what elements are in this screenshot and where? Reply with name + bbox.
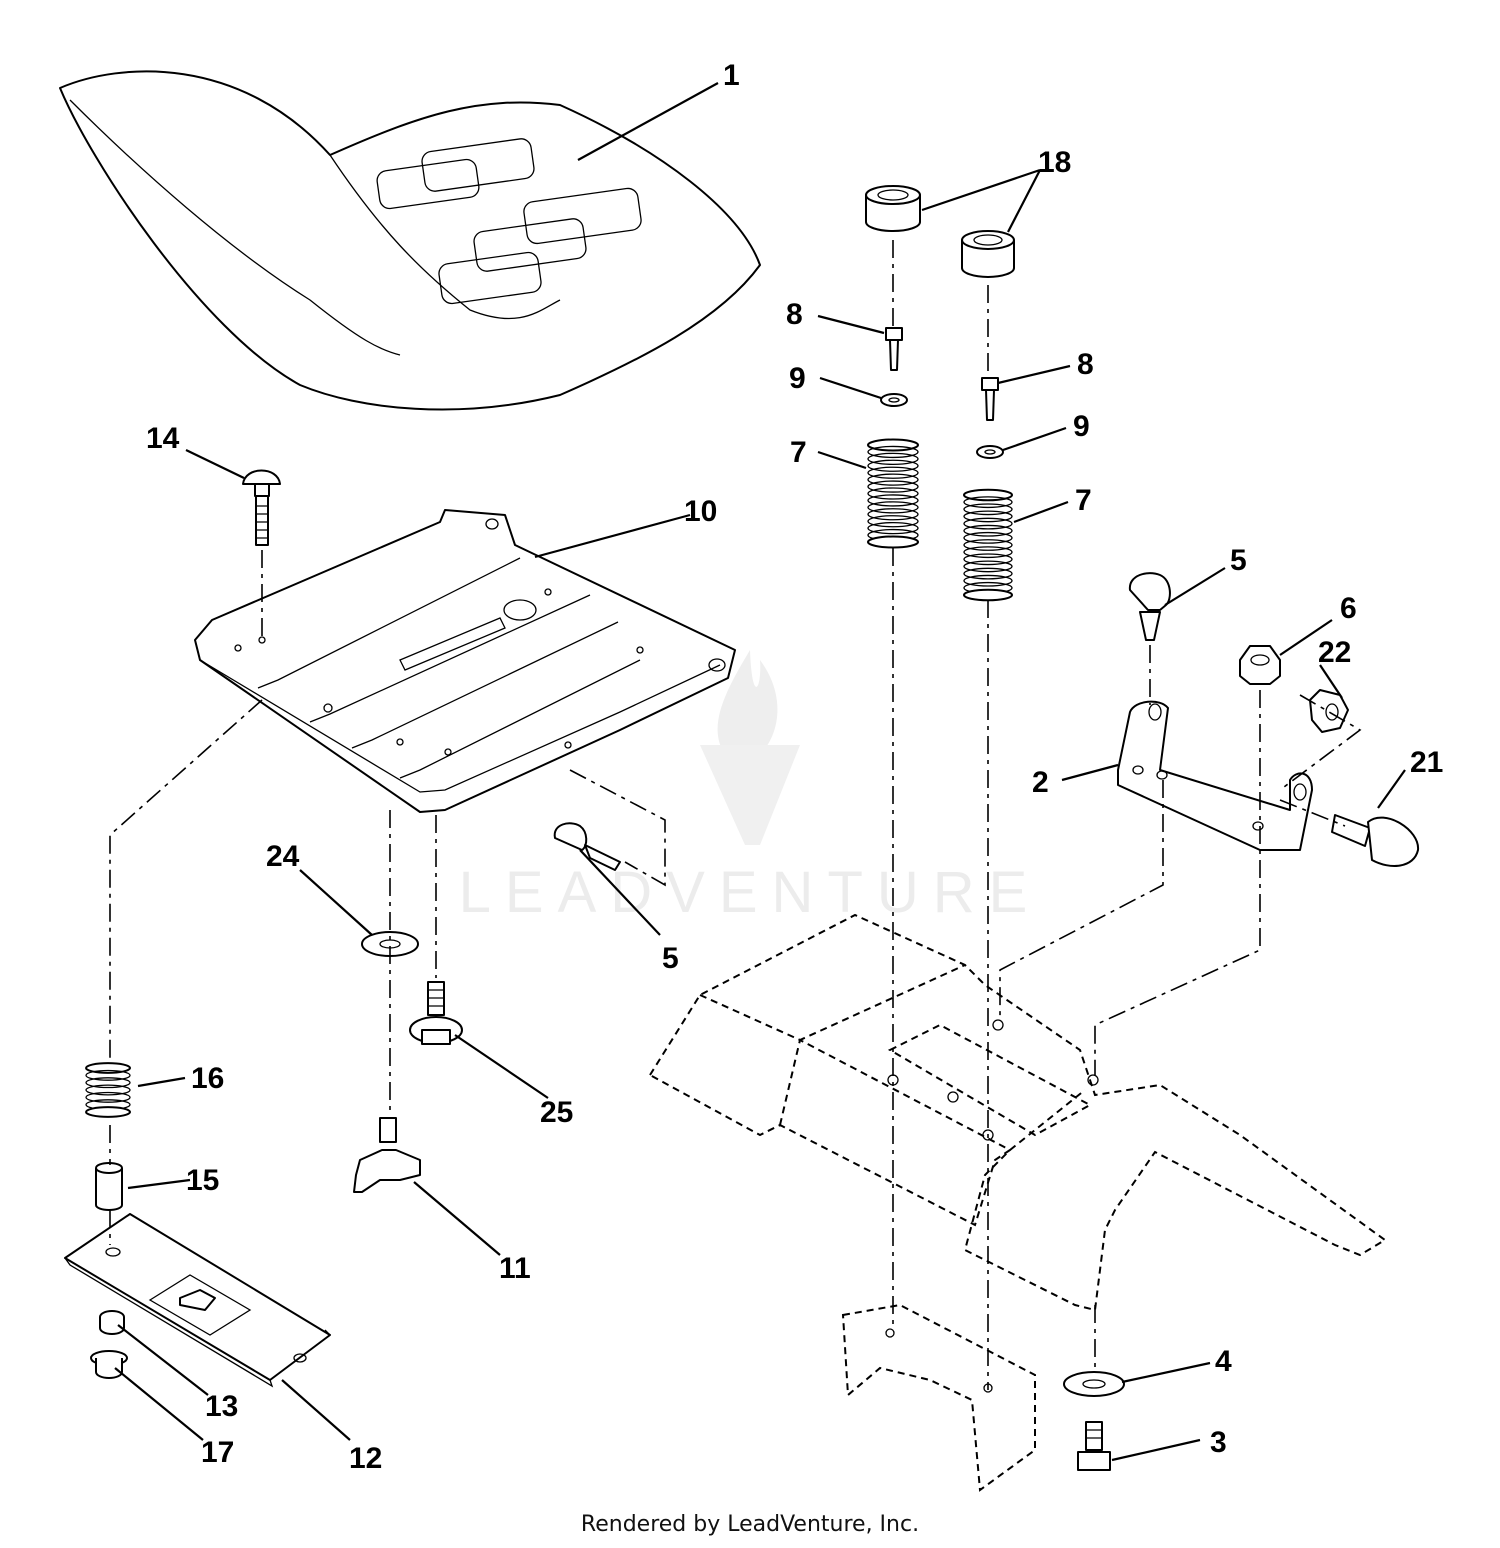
carriage-bolt bbox=[242, 469, 281, 546]
seat-adjust-plate bbox=[64, 1213, 331, 1388]
hex-bolt bbox=[1077, 1421, 1111, 1471]
seat-pan bbox=[194, 509, 736, 813]
callout-5: 5 bbox=[1230, 544, 1247, 577]
flange-nut-small bbox=[99, 1310, 125, 1335]
callout-10: 10 bbox=[684, 495, 717, 528]
frame-washer bbox=[1063, 1371, 1125, 1397]
flame-logo-icon bbox=[717, 650, 778, 770]
callout-24: 24 bbox=[266, 840, 300, 873]
spring-left bbox=[867, 438, 919, 549]
washer-left bbox=[880, 393, 908, 407]
bolt-left bbox=[885, 327, 903, 371]
watermark-text: LEADVENTURE bbox=[459, 860, 1042, 925]
bumper-right bbox=[961, 230, 1015, 278]
callout-17: 17 bbox=[201, 1436, 234, 1469]
spring-right bbox=[963, 488, 1013, 602]
callout-18: 18 bbox=[1038, 146, 1071, 179]
callout-8: 8 bbox=[1077, 348, 1094, 381]
callout-6: 6 bbox=[1340, 592, 1357, 625]
bumper-left bbox=[865, 185, 921, 232]
callout-22: 22 bbox=[1318, 636, 1351, 669]
callout-16: 16 bbox=[191, 1062, 224, 1095]
callout-leaders bbox=[114, 82, 1406, 1462]
pivot-bracket bbox=[1117, 700, 1313, 851]
assembly-lines bbox=[109, 240, 1362, 1390]
washer-right bbox=[976, 445, 1004, 459]
callout-15: 15 bbox=[186, 1164, 219, 1197]
clip-upper bbox=[1128, 572, 1171, 641]
callout-9: 9 bbox=[789, 362, 806, 395]
clip-lower bbox=[553, 822, 621, 871]
callout-7: 7 bbox=[1075, 484, 1092, 517]
shoulder-bolt bbox=[1331, 814, 1420, 867]
lock-nut bbox=[1309, 689, 1349, 733]
callout-21: 21 bbox=[1410, 746, 1443, 779]
shoulder-screw bbox=[409, 981, 463, 1045]
callout-11: 11 bbox=[499, 1252, 531, 1285]
callout-12: 12 bbox=[349, 1442, 382, 1475]
compression-spring bbox=[85, 1062, 131, 1118]
callout-2: 2 bbox=[1032, 766, 1049, 799]
render-credit: Rendered by LeadVenture, Inc. bbox=[580, 1512, 920, 1537]
hex-nut bbox=[1239, 645, 1281, 685]
callout-13: 13 bbox=[205, 1390, 238, 1423]
callout-14: 14 bbox=[146, 422, 180, 455]
callout-1: 1 bbox=[723, 59, 740, 92]
callout-5: 5 bbox=[662, 942, 679, 975]
callout-25: 25 bbox=[540, 1096, 573, 1129]
callout-9: 9 bbox=[1073, 410, 1090, 443]
seat bbox=[59, 70, 761, 411]
callout-labels: 1 18 8 8 9 9 7 7 14 10 5 6 22 2 21 24 5 … bbox=[146, 59, 1443, 1475]
v-logo-icon bbox=[700, 745, 800, 845]
callout-4: 4 bbox=[1215, 1345, 1232, 1378]
callout-7: 7 bbox=[790, 436, 807, 469]
frame-outline bbox=[649, 913, 1387, 1492]
callout-3: 3 bbox=[1210, 1426, 1227, 1459]
wing-knob bbox=[353, 1117, 421, 1193]
spacer bbox=[95, 1162, 123, 1211]
callout-8: 8 bbox=[786, 298, 803, 331]
watermark: LEADVENTURE bbox=[459, 650, 1042, 925]
bolt-right bbox=[981, 377, 999, 421]
